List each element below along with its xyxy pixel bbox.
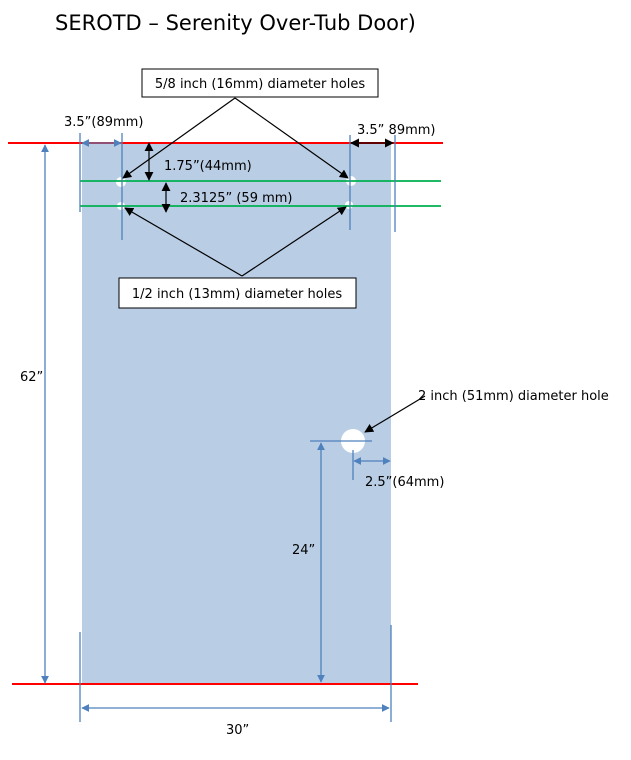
callout-small-holes-text: 1/2 inch (13mm) diameter holes xyxy=(132,287,342,302)
label-hole-row-spacing: 2.3125” (59 mm) xyxy=(180,191,293,206)
label-right-edge-offset: 3.5” 89mm) xyxy=(357,123,435,138)
leader-small-right xyxy=(241,206,347,277)
callout-small-holes: 1/2 inch (13mm) diameter holes xyxy=(118,277,357,309)
label-big-hole-edge-offset: 2.5”(64mm) xyxy=(365,475,444,490)
leader-large-left xyxy=(122,97,236,179)
label-width: 30” xyxy=(226,723,249,738)
label-height: 62” xyxy=(20,370,43,385)
label-top-to-first-holes: 1.75”(44mm) xyxy=(164,159,252,174)
hole-small-right xyxy=(345,201,353,209)
leader-small-left xyxy=(124,207,243,277)
leader-big-hole xyxy=(364,395,426,433)
callout-large-holes: 5/8 inch (16mm) diameter holes xyxy=(141,68,379,98)
label-left-edge-offset: 3.5”(89mm) xyxy=(64,115,143,130)
callout-large-holes-text: 5/8 inch (16mm) diameter holes xyxy=(155,77,365,92)
label-big-hole-height: 24” xyxy=(292,543,315,558)
door-panel xyxy=(82,143,391,685)
hole-large-left xyxy=(116,177,126,187)
leader-large-right xyxy=(234,97,349,179)
diagram-title: SEROTD – Serenity Over-Tub Door) xyxy=(55,11,416,35)
callout-big-hole-text: 2 inch (51mm) diameter hole xyxy=(418,389,609,404)
